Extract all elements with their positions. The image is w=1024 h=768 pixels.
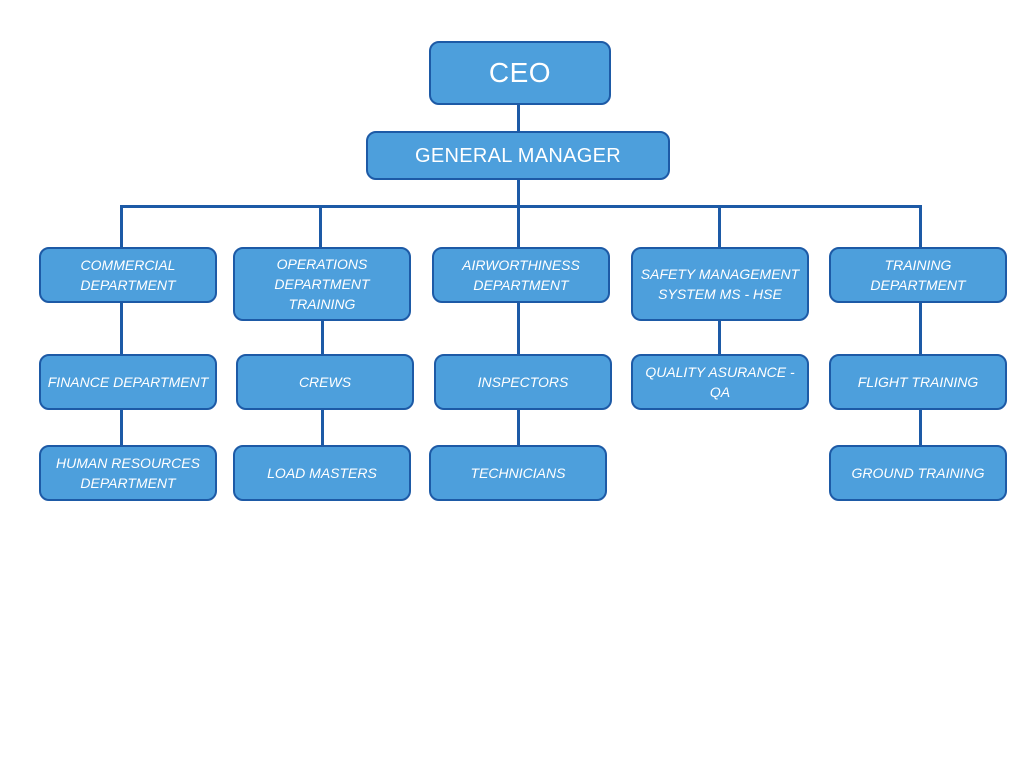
- operations-department-training-box[interactable]: OPERATIONS DEPARTMENT TRAINING: [233, 247, 411, 321]
- connector-horizontal-bus: [120, 205, 922, 208]
- flight-training-box[interactable]: FLIGHT TRAINING: [829, 354, 1007, 410]
- general-manager-label: GENERAL MANAGER: [414, 144, 622, 167]
- operations-department-training-label: OPERATIONS DEPARTMENT TRAINING: [274, 256, 370, 312]
- crews-box[interactable]: CREWS: [236, 354, 414, 410]
- connector-dept-3-child-2: [517, 409, 520, 446]
- connector-ceo-gm: [517, 104, 520, 132]
- connector-dept-1-child-1: [120, 302, 123, 355]
- safety-management-system-label: SAFETY MANAGEMENT SYSTEM MS - HSE: [640, 266, 800, 302]
- finance-department-box[interactable]: FINANCE DEPARTMENT: [39, 354, 217, 410]
- connector-bus-dept-5: [919, 205, 922, 248]
- load-masters-label: LOAD MASTERS: [267, 465, 377, 481]
- flight-training-label: FLIGHT TRAINING: [857, 374, 979, 390]
- training-department-label: TRAINING DEPARTMENT: [870, 257, 966, 293]
- connector-dept-5-child-1: [919, 302, 922, 355]
- crews-label: CREWS: [298, 374, 352, 390]
- commercial-department-box[interactable]: COMMERCIAL DEPARTMENT: [39, 247, 217, 303]
- airworthiness-department-label: AIRWORTHINESS DEPARTMENT: [462, 257, 580, 293]
- connector-dept-4-child-1: [718, 319, 721, 355]
- connector-dept-1-child-2: [120, 409, 123, 446]
- connector-dept-3-child-1: [517, 302, 520, 355]
- ceo-box[interactable]: CEO: [429, 41, 611, 105]
- airworthiness-department-box[interactable]: AIRWORTHINESS DEPARTMENT: [432, 247, 610, 303]
- inspectors-label: INSPECTORS: [477, 374, 569, 390]
- connector-dept-5-child-2: [919, 409, 922, 446]
- general-manager-box[interactable]: GENERAL MANAGER: [366, 131, 670, 180]
- ground-training-label: GROUND TRAINING: [851, 465, 985, 481]
- commercial-department-label: COMMERCIAL DEPARTMENT: [80, 257, 176, 293]
- connector-bus-dept-2: [319, 205, 322, 248]
- connector-bus-dept-4: [718, 205, 721, 248]
- connector-bus-dept-1: [120, 205, 123, 248]
- connector-bus-dept-3: [517, 205, 520, 248]
- connector-dept-2-child-2: [321, 409, 324, 446]
- technicians-label: TECHNICIANS: [470, 465, 566, 481]
- quality-assurance-label: QUALITY ASURANCE - QA: [645, 364, 795, 400]
- quality-assurance-box[interactable]: QUALITY ASURANCE - QA: [631, 354, 809, 410]
- technicians-box[interactable]: TECHNICIANS: [429, 445, 607, 501]
- human-resources-department-label: HUMAN RESOURCES DEPARTMENT: [56, 455, 200, 491]
- ground-training-box[interactable]: GROUND TRAINING: [829, 445, 1007, 501]
- inspectors-box[interactable]: INSPECTORS: [434, 354, 612, 410]
- connector-gm-bus: [517, 178, 520, 206]
- finance-department-label: FINANCE DEPARTMENT: [47, 374, 209, 390]
- safety-management-system-box[interactable]: SAFETY MANAGEMENT SYSTEM MS - HSE: [631, 247, 809, 321]
- load-masters-box[interactable]: LOAD MASTERS: [233, 445, 411, 501]
- connector-dept-2-child-1: [321, 319, 324, 355]
- human-resources-department-box[interactable]: HUMAN RESOURCES DEPARTMENT: [39, 445, 217, 501]
- training-department-box[interactable]: TRAINING DEPARTMENT: [829, 247, 1007, 303]
- ceo-label: CEO: [488, 57, 552, 88]
